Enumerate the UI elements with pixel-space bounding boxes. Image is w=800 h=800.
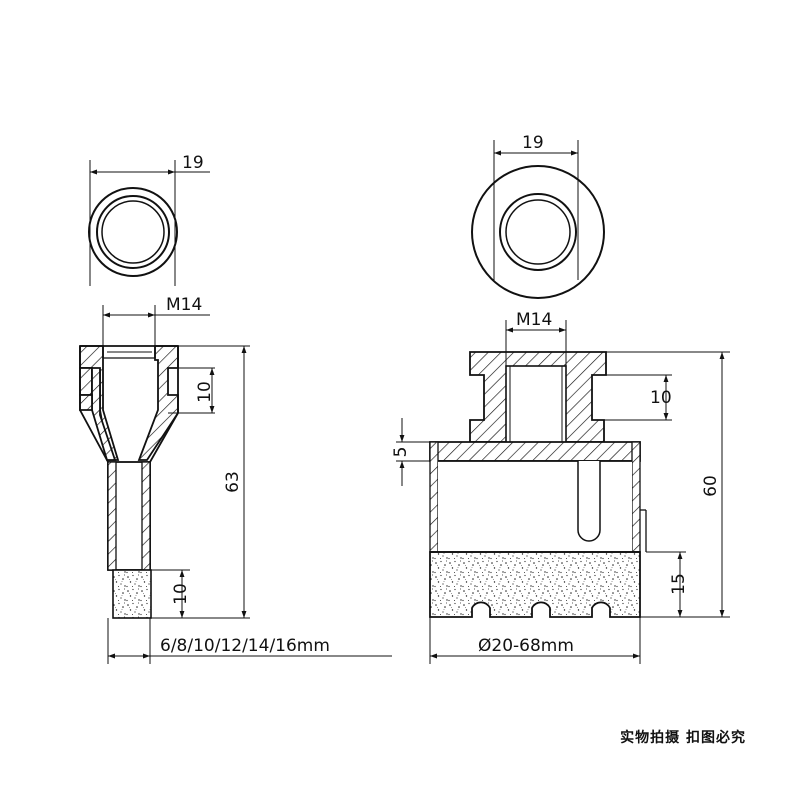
left-top-outer-circle <box>88 187 178 277</box>
caption-text: 实物拍摄 扣图必究 <box>620 730 746 746</box>
left-diamond-tip <box>112 569 152 619</box>
right-step-label: 5 <box>391 447 411 458</box>
left-section-view <box>79 345 179 619</box>
right-cup-wall-right <box>631 441 641 553</box>
right-thread-label: M14 <box>516 310 552 330</box>
left-bit-sizes-label: 6/8/10/12/14/16mm <box>160 636 330 656</box>
left-top-view <box>88 160 210 286</box>
right-diamond-segment <box>429 551 641 618</box>
right-cooling-slot <box>577 461 601 542</box>
right-neck-label: 10 <box>650 388 672 408</box>
right-top-diameter-label: 19 <box>522 133 544 153</box>
right-segment-label: 15 <box>669 573 689 595</box>
left-length-label: 63 <box>223 471 243 493</box>
left-top-ring-inner <box>101 200 165 264</box>
right-section-view <box>429 351 647 618</box>
right-length-label: 60 <box>701 475 721 497</box>
right-top-view <box>471 140 605 299</box>
right-top-outer-circle <box>471 165 605 299</box>
left-thread-label: M14 <box>166 295 202 315</box>
right-dimensions <box>396 320 730 664</box>
left-body-hatch-right <box>137 345 179 461</box>
left-tip-label: 10 <box>171 583 191 605</box>
left-dimensions <box>102 305 392 664</box>
left-neck-label: 10 <box>195 381 215 403</box>
right-diameter-label: Ø20-68mm <box>478 636 574 656</box>
left-top-diameter-label: 19 <box>182 153 204 173</box>
right-cup-wall-left <box>429 441 439 553</box>
right-top-ring-outer <box>499 193 577 271</box>
left-top-ring-outer <box>96 195 170 269</box>
right-top-ring-inner <box>505 199 571 265</box>
